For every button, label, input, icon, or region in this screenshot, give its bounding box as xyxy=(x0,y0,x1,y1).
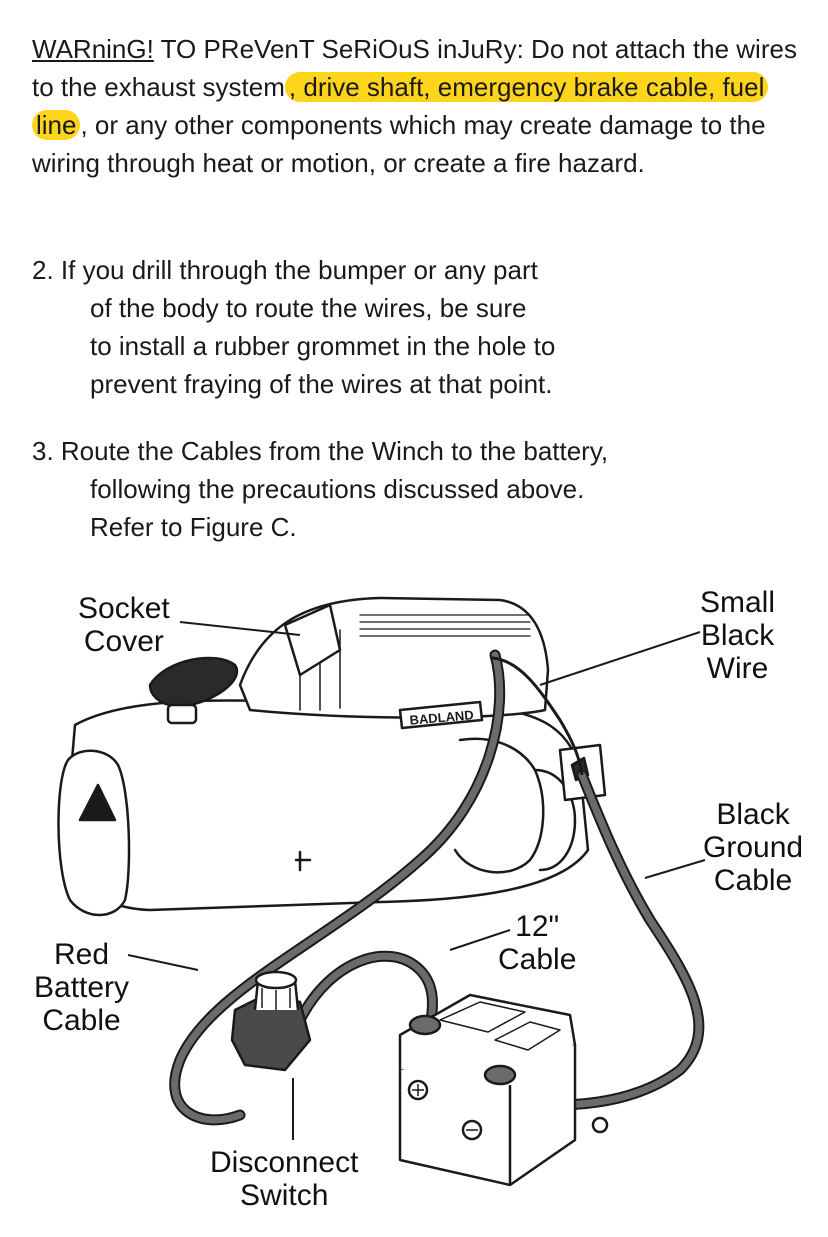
step-3: 3. Route the Cables from the Winch to th… xyxy=(32,432,792,546)
leader-black-ground-cable xyxy=(644,859,706,879)
step-line: of the body to route the wires, be sure xyxy=(90,293,527,323)
leader-red-battery-cable xyxy=(127,954,199,971)
label-12-inch-cable: 12" Cable xyxy=(498,910,577,976)
warning-lead: WARninG! xyxy=(32,34,154,64)
disconnect-switch xyxy=(230,970,312,1072)
step-line: Refer to Figure C. xyxy=(90,512,297,542)
label-black-ground-cable: Black Ground Cable xyxy=(703,798,804,897)
step-line: 3. Route the Cables from the Winch to th… xyxy=(32,436,609,466)
winch-wiring-diagram: BADLAND xyxy=(57,596,706,1187)
warning-text-post: , or any other components which may crea… xyxy=(32,110,766,178)
leader-cable-12 xyxy=(449,929,511,951)
label-disconnect-switch: Disconnect Switch xyxy=(210,1146,359,1212)
small-black-wire xyxy=(491,656,584,776)
winch-drum xyxy=(453,737,545,874)
socket-cover xyxy=(283,603,342,677)
wiring-figure: BADLAND xyxy=(0,570,828,1232)
step-line: to install a rubber grommet in the hole … xyxy=(90,331,556,361)
step-line: following the precautions discussed abov… xyxy=(90,474,585,504)
step-line: prevent fraying of the wires at that poi… xyxy=(90,369,553,399)
leader-small-black-wire xyxy=(539,631,701,686)
warning-text-pre: Do not attach the wires to the exhaust s… xyxy=(32,34,797,102)
logo-icon xyxy=(78,783,117,822)
label-red-battery-cable: Red Battery Cable xyxy=(34,938,130,1037)
brand-plate xyxy=(398,700,484,730)
label-socket-cover: Socket Cover xyxy=(78,592,170,658)
leader-socket-cover xyxy=(179,621,301,636)
label-small-black-wire: Small Black Wire xyxy=(700,586,776,685)
step-2: 2. If you drill through the bumper or an… xyxy=(32,251,792,403)
warning-caps: TO PReVenT SeRiOuS inJuRy: xyxy=(153,34,524,64)
battery xyxy=(398,993,609,1187)
winch-end-cap xyxy=(57,749,131,917)
clutch-knob xyxy=(148,656,239,708)
step-line: 2. If you drill through the bumper or an… xyxy=(32,255,538,285)
brand-name: BADLAND xyxy=(409,707,474,728)
warning-paragraph: WARninG! TO PReVenT SeRiOuS inJuRy: Do n… xyxy=(32,30,812,182)
